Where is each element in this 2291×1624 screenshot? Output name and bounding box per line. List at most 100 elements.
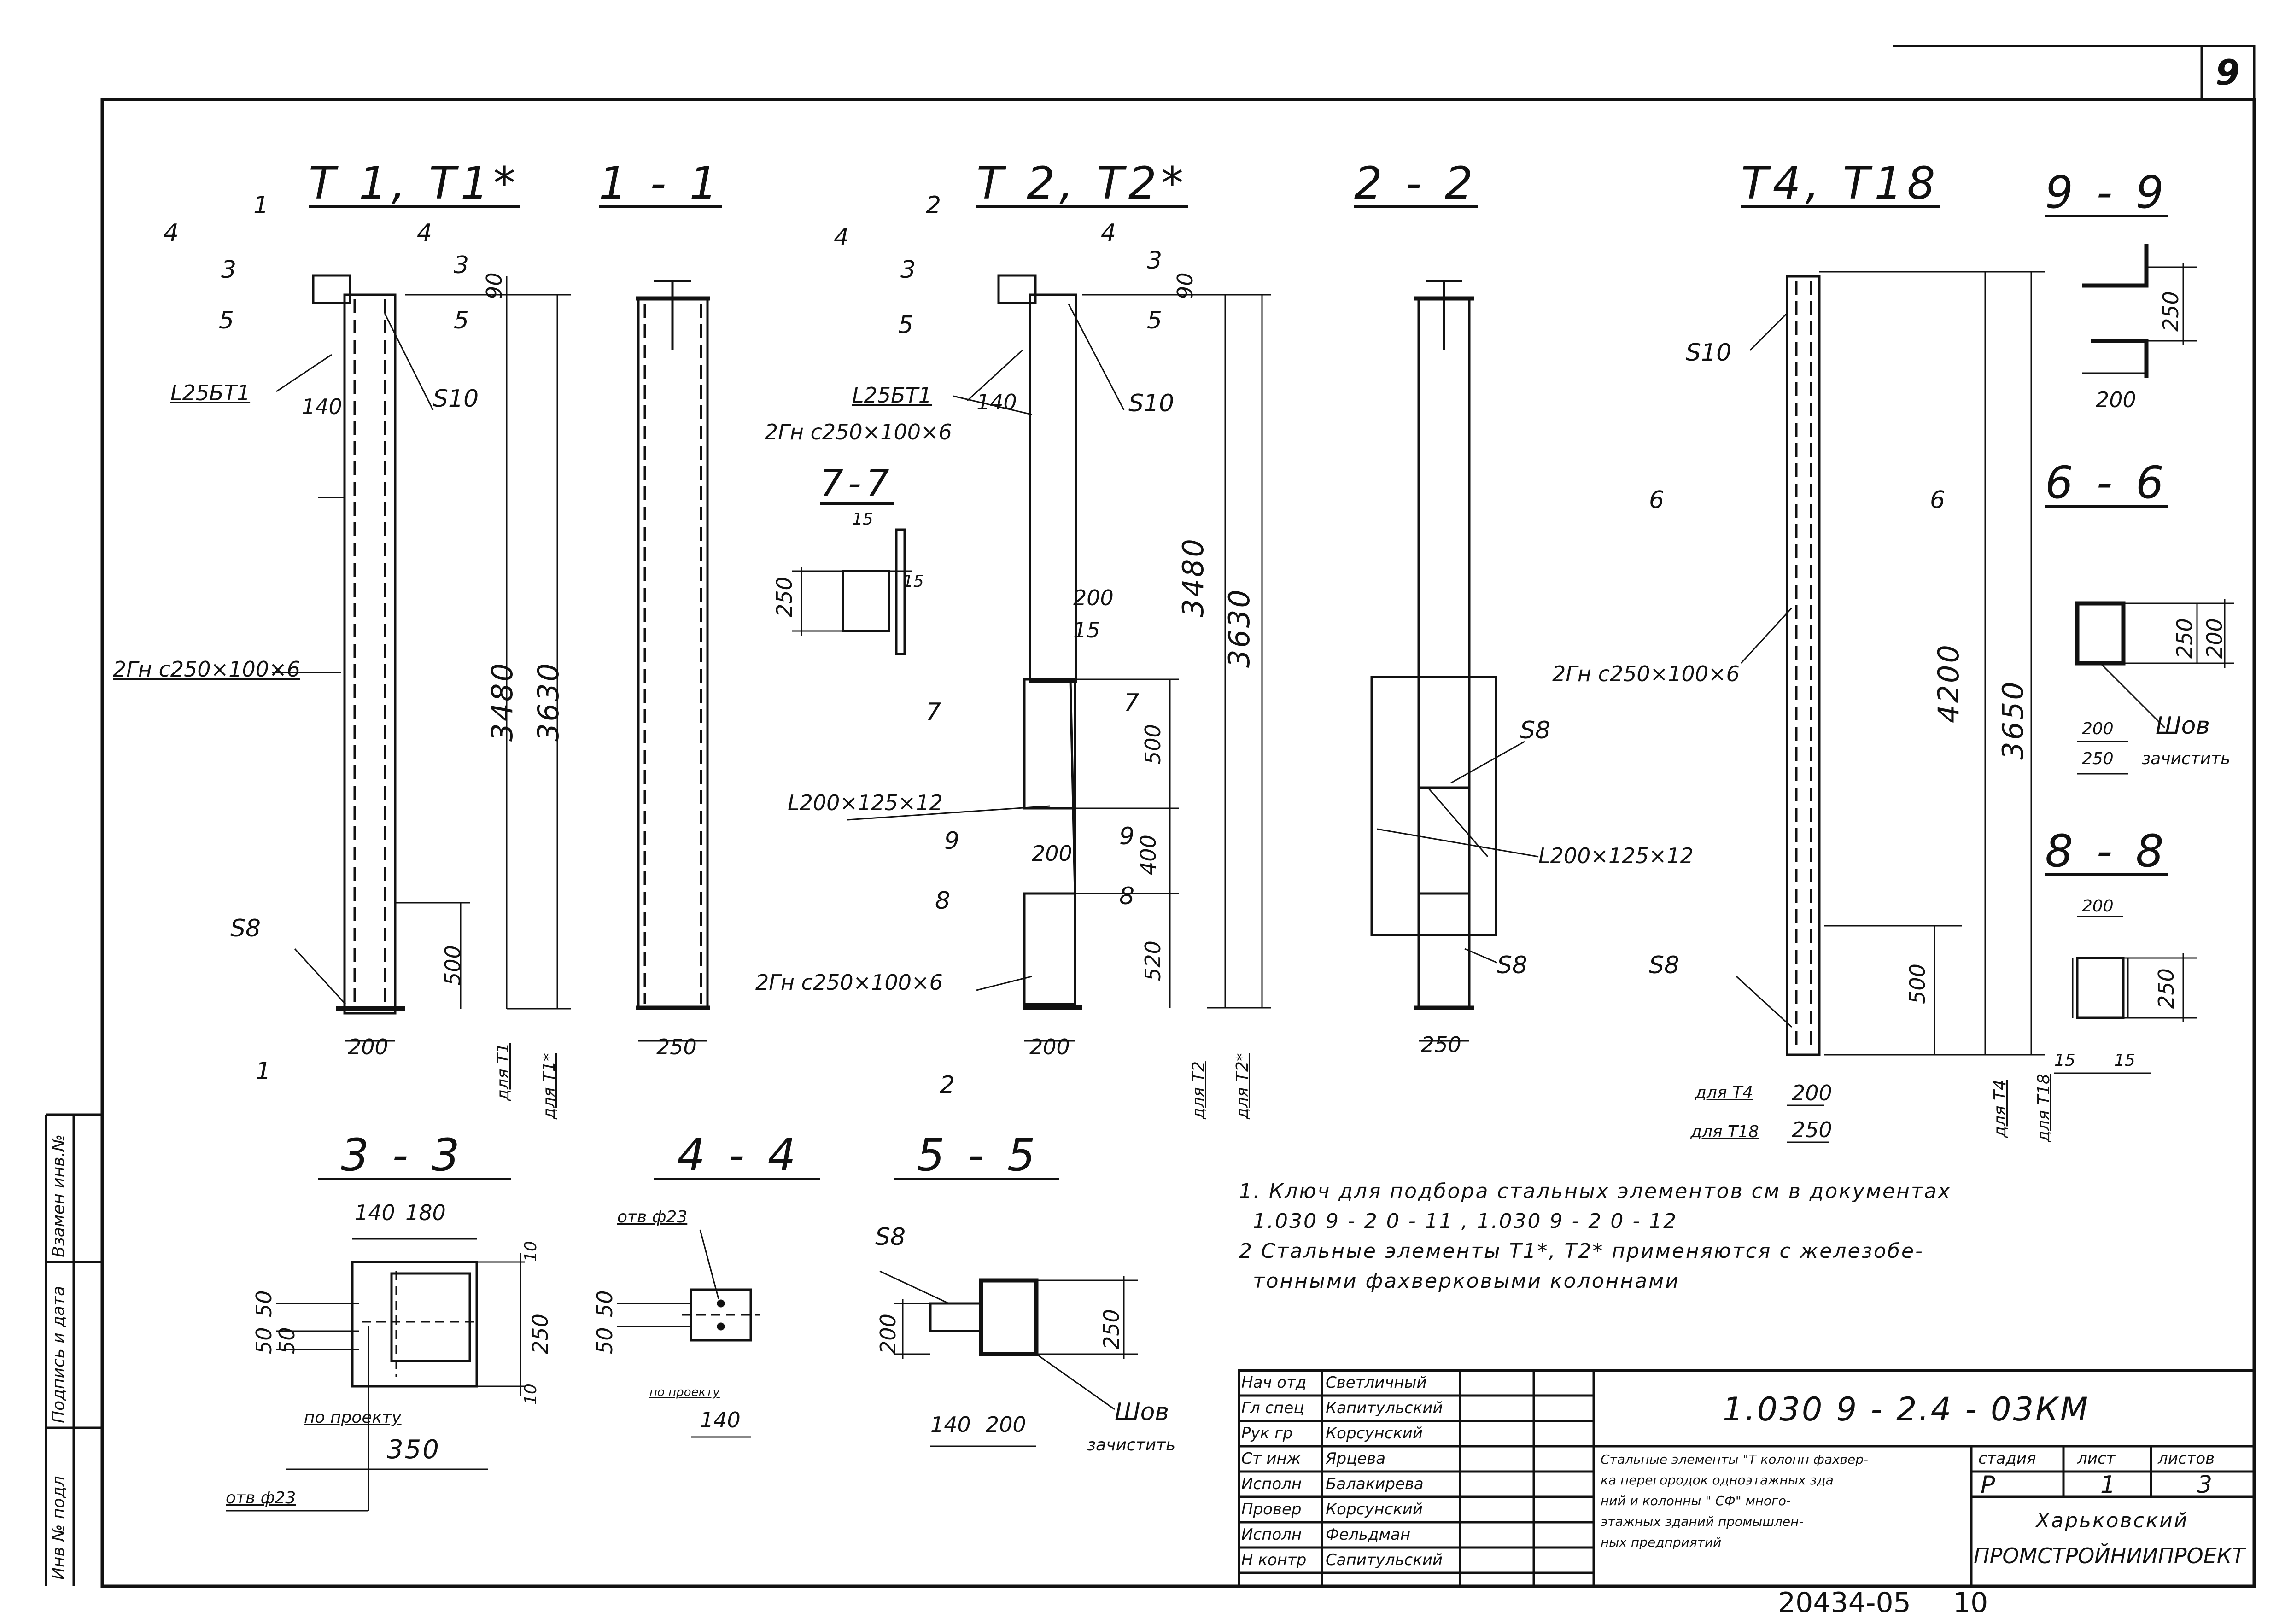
t2-sec5: 5 <box>898 311 914 339</box>
t2-angle-l200: L200×125×12 <box>788 790 943 815</box>
s55-section-geometry <box>879 1178 1138 1447</box>
t2-dim-520: 520 <box>1140 941 1165 981</box>
s66-section-geometry <box>2075 599 2234 775</box>
s33-by-project: по проекту <box>304 1408 402 1427</box>
s44-dim-50b: 50 <box>592 1327 617 1354</box>
tb-sheets: 3 <box>2197 1471 2213 1499</box>
tb-desc-1: ка перегородок одноэтажных зда <box>1601 1472 1834 1488</box>
t4-dim-4200: 4200 <box>1932 643 1965 723</box>
side-strip-inv: Инв № подл <box>49 1476 68 1580</box>
tb-role-0: Нач отд <box>1241 1373 1307 1392</box>
t4-dim-250: 250 <box>1792 1117 1832 1142</box>
heading-t1: Т 1, Т1* <box>309 158 520 209</box>
tb-name-3: Ярцева <box>1326 1449 1386 1468</box>
note-line-1: 1. Ключ для подбора стальных элементов с… <box>1239 1180 1952 1203</box>
t2-sec4: 4 <box>834 224 849 251</box>
note-line-3: 2 Стальные элементы Т1*, Т2* применяются… <box>1239 1239 1924 1263</box>
heading-s77: 7-7 <box>820 462 894 505</box>
tb-desc-2: ний и колонны " СФ" много- <box>1601 1493 1791 1508</box>
t4-dim-200: 200 <box>1792 1081 1832 1105</box>
t4-for-t18: для Т18 <box>1690 1122 1759 1141</box>
t2-for-t2: для Т2 <box>1189 1061 1208 1119</box>
s11-dim-250: 250 <box>656 1034 697 1059</box>
t2-sec3: 3 <box>900 256 916 284</box>
t1-dim-3630: 3630 <box>532 661 565 742</box>
s55-dim-140: 140 <box>930 1412 971 1437</box>
s77-dim-15a: 15 <box>852 510 873 529</box>
t2-for-t2s: для Т2* <box>1233 1053 1252 1119</box>
s33-dim-10b: 10 <box>521 1384 540 1405</box>
t1-column-geometry <box>272 274 571 1042</box>
s77-dim-15b: 15 <box>903 572 924 591</box>
t1-sec5: 5 <box>219 307 234 334</box>
s99-dim-250: 250 <box>2158 291 2183 332</box>
t4-for-t4v: для Т4 <box>1991 1080 2010 1138</box>
s33-section-geometry <box>226 1178 525 1512</box>
t1-angle-label: L25БТ1 <box>170 380 251 405</box>
s44-section-geometry <box>617 1178 820 1438</box>
t1-sec4b: 4 <box>417 219 432 247</box>
s66-dim-w200: 200 <box>2082 719 2114 738</box>
s66-weld-label: Шов <box>2156 712 2210 740</box>
t2-dim-200b: 200 <box>1029 1034 1070 1059</box>
tb-stage-label: стадия <box>1978 1449 2036 1468</box>
t2-angle-label: L25БТ1 <box>852 383 932 408</box>
s22-weld-s8a: S8 <box>1520 717 1551 744</box>
s66-dim-200: 200 <box>2202 618 2227 659</box>
t4-column-geometry <box>1736 271 2045 1143</box>
t1-for-t1s: для Т1* <box>540 1053 559 1119</box>
t4-weld-s8: S8 <box>1649 952 1680 979</box>
tb-stage: Р <box>1981 1471 1995 1499</box>
s33-dim-50c: 50 <box>275 1327 299 1354</box>
heading-s11: 1 - 1 <box>599 158 722 209</box>
s55-weld-label: Шов <box>1115 1398 1169 1426</box>
tb-doc-code: 1.030 9 - 2.4 - 03КМ <box>1723 1390 2090 1428</box>
s22-weld-s8b: S8 <box>1497 952 1528 979</box>
t2-dim-140: 140 <box>976 390 1017 415</box>
tb-role-1: Гл спец <box>1241 1399 1304 1417</box>
t2-sec7b: 7 <box>1124 689 1140 717</box>
t2-sec8: 8 <box>935 887 951 915</box>
t1-sec4: 4 <box>164 219 179 247</box>
t2-weld-s10: S10 <box>1128 390 1175 417</box>
t2-dim-400: 400 <box>1136 835 1161 875</box>
tb-name-4: Балакирева <box>1326 1475 1424 1493</box>
footer-page-no: 10 <box>1953 1587 1988 1619</box>
tb-role-7: Н контр <box>1241 1551 1307 1569</box>
t4-channel-label: 2Гн с250×100×6 <box>1552 661 1740 686</box>
t1-sec3: 3 <box>221 256 237 284</box>
note-line-4: тонными фахверковыми колоннами <box>1253 1269 1680 1293</box>
t2-column-geometry <box>847 274 1271 1042</box>
s99-section-geometry <box>2082 244 2197 378</box>
sheet-number: 9 <box>2215 52 2240 93</box>
tb-desc-0: Стальные элементы "Т колонн фахвер- <box>1601 1452 1869 1467</box>
t4-for-t18v: для Т18 <box>2034 1074 2053 1142</box>
heading-s22: 2 - 2 <box>1354 158 1478 209</box>
tb-role-2: Рук гр <box>1241 1424 1293 1443</box>
t2-dim-3630: 3630 <box>1222 588 1256 668</box>
side-strip-sign: Подпись и дата <box>49 1285 68 1423</box>
tb-desc-4: ных предприятий <box>1601 1535 1722 1550</box>
s44-dim-50a: 50 <box>592 1290 617 1317</box>
t2-channel-bot: 2Гн с250×100×6 <box>755 970 943 995</box>
t4-dim-500: 500 <box>1905 964 1930 1004</box>
s33-dim-50b: 50 <box>251 1327 276 1354</box>
s33-hole: отв ф23 <box>226 1489 296 1507</box>
tb-role-4: Исполн <box>1241 1475 1302 1493</box>
t2-dim-90: 90 <box>1173 272 1198 299</box>
t4-sec6b: 6 <box>1930 486 1946 514</box>
s55-weld-s8: S8 <box>875 1223 906 1251</box>
tb-org-name: ПРОМСТРОЙНИИПРОЕКТ <box>1974 1543 2245 1568</box>
s66-dim-w250: 250 <box>2082 749 2114 768</box>
heading-s55: 5 - 5 <box>917 1129 1040 1181</box>
t2-dim-200: 200 <box>1073 585 1114 610</box>
s33-dim-180: 180 <box>405 1200 446 1225</box>
tb-org-city: Харьковский <box>2036 1509 2189 1532</box>
heading-s88: 8 - 8 <box>2045 825 2168 877</box>
tb-name-6: Фельдман <box>1326 1525 1411 1544</box>
t1-sec1: 1 <box>253 192 269 219</box>
t2-sec7: 7 <box>926 698 941 726</box>
s88-dim-200: 200 <box>2082 897 2114 916</box>
t1-dim-200: 200 <box>348 1034 388 1059</box>
t2-sec9b: 9 <box>1119 823 1135 850</box>
